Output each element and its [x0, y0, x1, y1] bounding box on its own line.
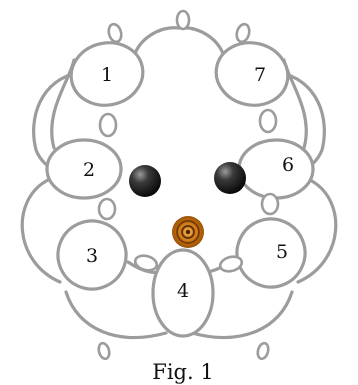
- outer-chain-bottom-left: [64, 290, 168, 340]
- picot-right-1: [258, 108, 278, 134]
- picot-right-2: [260, 192, 280, 216]
- ring-1-label: 1: [101, 64, 113, 86]
- outer-chain-top: [131, 26, 227, 62]
- ring-1: [69, 41, 145, 107]
- ring-5-label: 5: [276, 241, 288, 263]
- ring-7: [214, 41, 290, 107]
- ring-2: [45, 138, 123, 200]
- outer-chain-bottom-right: [190, 290, 294, 340]
- ring-6-label: 6: [282, 154, 294, 176]
- ring-7-label: 7: [254, 64, 266, 86]
- outer-chain-lower-right: [296, 178, 338, 284]
- picot-top-left: [107, 22, 123, 44]
- picot-inner-left: [133, 254, 159, 272]
- picot-top-right: [235, 22, 251, 44]
- bead-right: [214, 162, 246, 194]
- picot-inner-right: [218, 255, 244, 273]
- picot-left-2: [97, 197, 117, 221]
- ring-4: [151, 248, 215, 338]
- picot-left-1: [98, 112, 118, 138]
- ring-6: [237, 138, 315, 200]
- picot-bottom-right: [256, 341, 270, 361]
- ring-4-label: 4: [177, 280, 189, 302]
- outer-chain-lower-left: [20, 178, 62, 284]
- bead-center: [172, 216, 204, 248]
- ring-3: [56, 219, 128, 291]
- bead-left: [129, 165, 161, 197]
- picot-top: [175, 9, 191, 31]
- ring-2-label: 2: [83, 159, 95, 181]
- picot-bottom-left: [97, 341, 111, 361]
- ring-5: [235, 217, 307, 289]
- ring-3-label: 3: [86, 245, 98, 267]
- figure-caption: Fig. 1: [152, 360, 213, 384]
